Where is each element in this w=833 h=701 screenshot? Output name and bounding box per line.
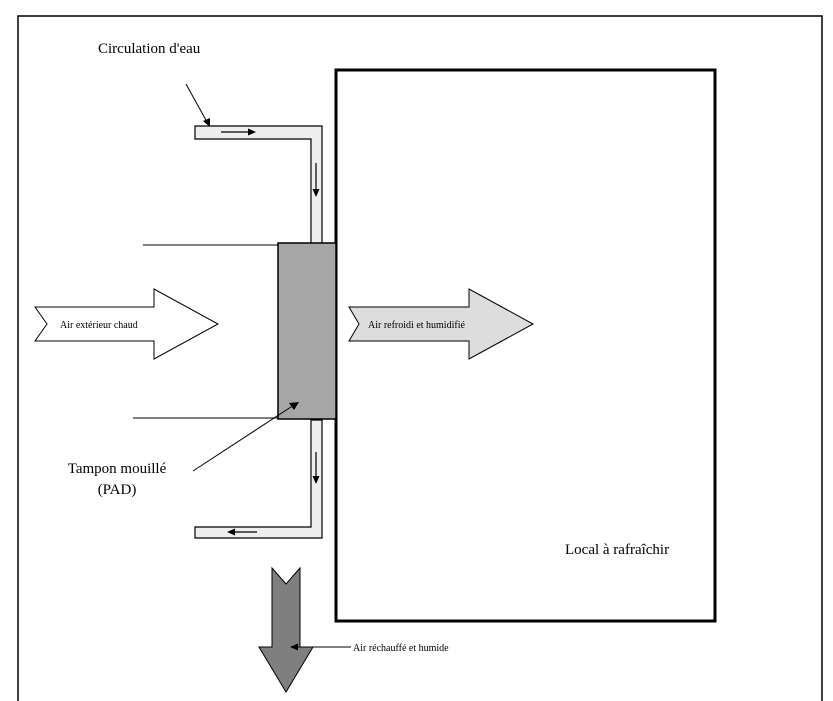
room-label: Local à rafraîchir — [565, 542, 669, 558]
water-pipe-bottom — [194, 419, 323, 539]
figure-frame — [17, 15, 823, 701]
pad-leader-line — [192, 402, 299, 472]
hot-air-label: Air extérieur chaud — [60, 320, 138, 331]
room-outline — [334, 68, 717, 623]
wet-pad-label-line2: (PAD) — [98, 482, 137, 498]
cooled-air-arrow — [348, 288, 535, 360]
wet-pad-label-line1: Tampon mouillé — [68, 461, 167, 477]
cooled-air-label: Air refroidi et humidifié — [368, 320, 465, 331]
water-circulation-label: Circulation d'eau — [98, 41, 201, 57]
water-flow-arrow-down-bottom — [312, 452, 320, 484]
wet-pad — [277, 242, 337, 420]
exhaust-air-arrow — [258, 566, 314, 693]
water-flow-arrow-down-top — [312, 163, 320, 197]
water-pipe-top — [194, 125, 323, 246]
exhaust-air-label: Air réchauffé et humide — [353, 643, 449, 654]
water-flow-arrow-left — [227, 528, 257, 536]
water-flow-arrow-right — [221, 128, 256, 136]
exhaust-leader-line — [290, 643, 351, 651]
water-leader-line — [185, 83, 210, 127]
hot-air-arrow — [34, 288, 220, 360]
